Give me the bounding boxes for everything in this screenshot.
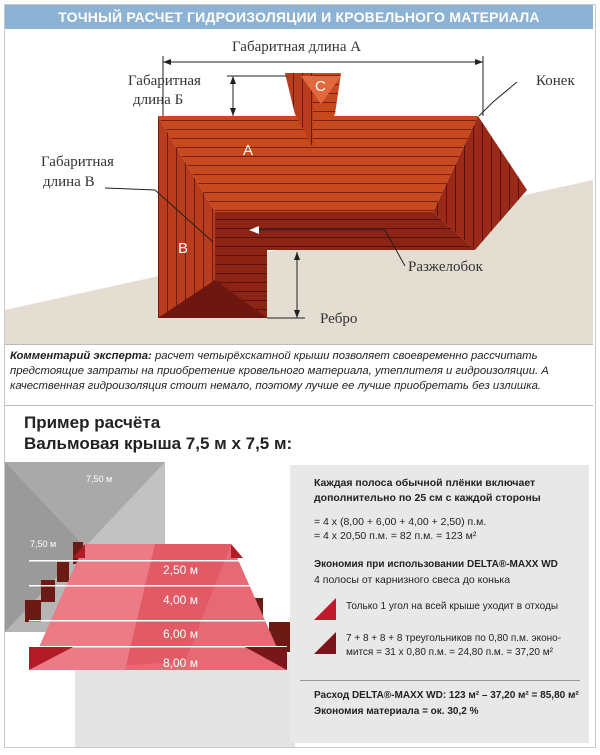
formula-1: = 4 х (8,00 + 6,00 + 4,00 + 2,50) п.м. [314, 516, 487, 528]
total-saving: Экономия материала = ок. 30,2 % [314, 706, 479, 717]
info-heading-2: дополнительно по 25 см с каждой стороны [314, 492, 541, 504]
roof-illustration [5, 56, 593, 344]
roof-diagram: Габаритная длина А Габаритная длина Б Га… [5, 30, 593, 344]
strip-label-4: 8,00 м [163, 656, 198, 670]
label-length-b-2: длина Б [133, 92, 184, 108]
item-waste: Только 1 угол на всей крыше уходит в отх… [346, 601, 559, 612]
saved-triangles-icon [314, 632, 336, 654]
example-title-line1: Пример расчёта [24, 413, 161, 432]
length-v-pointer [104, 187, 214, 243]
facet-label-a: A [243, 142, 254, 159]
info-heading-1: Каждая полоса обычной плёнки включает [314, 477, 536, 489]
item-saved-2: мится = 31 х 0,80 п.м. = 24,80 п.м. = 37… [346, 647, 553, 658]
example-title-line2: Вальмовая крыша 7,5 м х 7,5 м: [24, 434, 293, 453]
label-length-a: Габаритная длина А [232, 39, 362, 55]
label-length-b-1: Габаритная [128, 73, 201, 89]
roof-plan-illustration [5, 462, 295, 747]
facet-label-b: B [178, 240, 189, 257]
label-length-v-1: Габаритная [41, 154, 114, 170]
comment-lead: Комментарий эксперта: [10, 350, 152, 362]
item-saved-1: 7 + 8 + 8 + 8 треугольников по 0,80 п.м.… [346, 633, 562, 644]
plan-side-top: 7,50 м [86, 474, 113, 484]
ridge-pointer [478, 81, 518, 117]
calculation-box [290, 465, 589, 743]
example-title: Пример расчёта Вальмовая крыша 7,5 м х 7… [24, 412, 292, 454]
economy-heading: Экономия при использовании DELTA®-MAXX W… [314, 559, 558, 570]
total-consumption: Расход DELTA®-MAXX WD: 123 м² – 37,20 м²… [314, 690, 579, 701]
plan-side-left: 7,50 м [30, 539, 57, 549]
roof-facet-a [158, 116, 478, 212]
facet-label-c: C [315, 78, 326, 95]
label-length-v-2: длина В [43, 174, 95, 190]
roof-facet-right [433, 116, 527, 250]
label-valley: Разжелобок [408, 259, 483, 275]
roof-facet-front [158, 280, 267, 318]
roof-facet-b [158, 116, 215, 318]
formula-2: = 4 х 20,50 п.м. = 82 п.м. = 123 м² [314, 530, 477, 542]
strip-label-2: 4,00 м [163, 593, 198, 607]
valley-pointer [253, 229, 406, 267]
expert-comment: Комментарий эксперта: расчет четырёхскат… [5, 344, 593, 406]
info-divider [300, 680, 580, 681]
label-hip: Ребро [320, 311, 358, 327]
page-title: ТОЧНЫЙ РАСЧЕТ ГИДРОИЗОЛЯЦИИ И КРОВЕЛЬНОГ… [5, 5, 593, 29]
comment-text: расчет четырёхскатной крыши позволяет св… [10, 350, 549, 392]
label-ridge: Конек [536, 73, 575, 89]
strip-label-3: 6,00 м [163, 627, 198, 641]
strip-label-1: 2,50 м [163, 563, 198, 577]
waste-corner-icon [314, 598, 336, 620]
roof-facet-wing [215, 212, 475, 318]
economy-sub: 4 полосы от карнизного свеса до конька [314, 574, 511, 586]
